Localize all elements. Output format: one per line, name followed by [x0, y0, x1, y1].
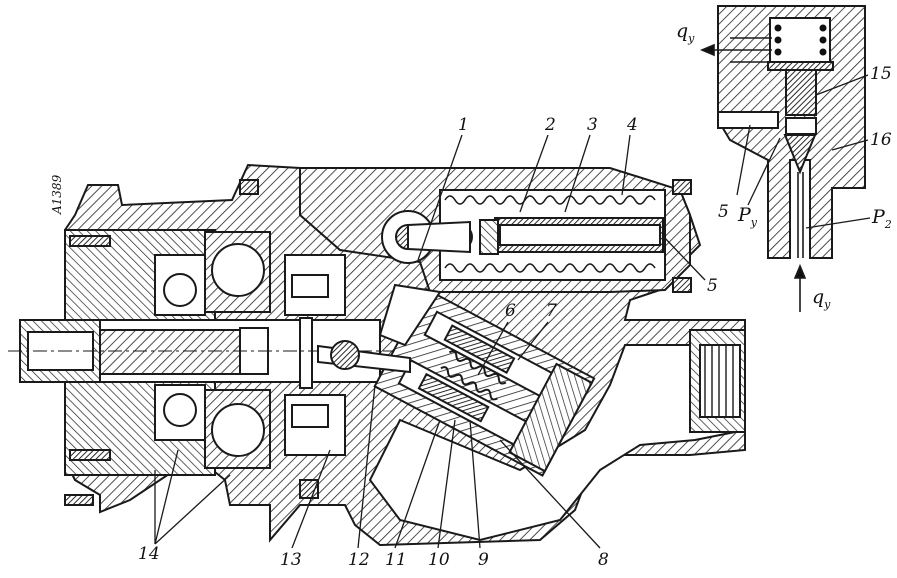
callout-4: 4 [627, 115, 638, 135]
callout-6: 6 [505, 301, 516, 321]
pump-assembly [8, 163, 746, 547]
callout-10: 10 [428, 550, 450, 570]
callout-7: 7 [546, 301, 557, 321]
callout-12: 12 [348, 550, 370, 570]
leader-lines [154, 74, 871, 549]
spring-coils [444, 195, 656, 273]
callout-5-main: 5 [707, 276, 718, 296]
flow-arrows [699, 37, 807, 312]
callout-3: 3 [587, 115, 598, 135]
valve-detail [699, 5, 866, 312]
label-qy-bottom: qy [812, 286, 831, 311]
drawing-stamp: A1389 [50, 174, 64, 214]
callout-16: 16 [870, 130, 892, 150]
callout-5-detail: 5 [718, 202, 729, 222]
outlet-thread [699, 344, 741, 418]
callout-1: 1 [458, 115, 469, 135]
callout-15: 15 [870, 64, 892, 84]
label-py: Py [738, 204, 758, 229]
valve-stem [785, 69, 817, 116]
callout-11: 11 [385, 550, 407, 570]
callout-13: 13 [280, 550, 302, 570]
callout-2: 2 [545, 115, 556, 135]
label-qy-top: qy [676, 20, 695, 45]
callout-14: 14 [138, 544, 160, 564]
callout-8: 8 [598, 550, 609, 570]
valve-cone [783, 134, 817, 175]
callout-9: 9 [478, 550, 489, 570]
label-p2: P2 [872, 206, 892, 231]
